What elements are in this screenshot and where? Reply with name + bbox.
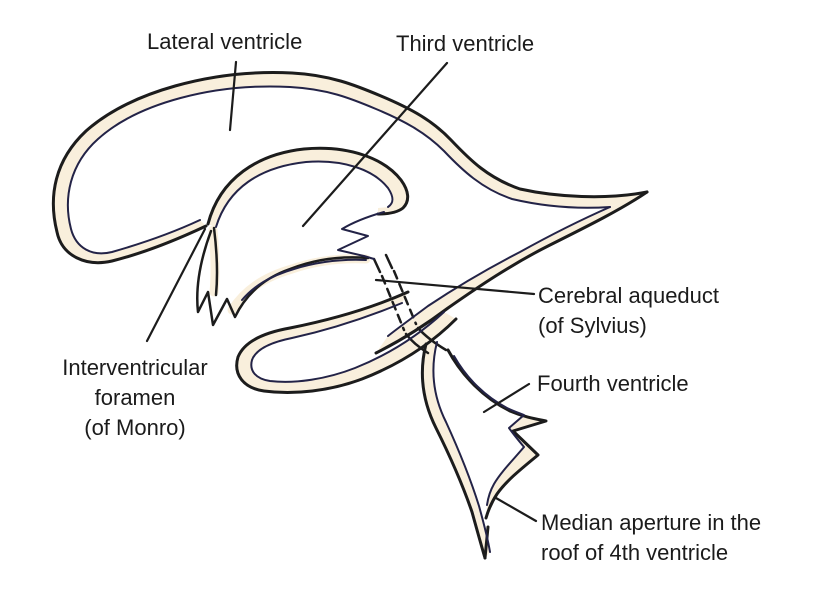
leader-median-aperture (494, 496, 538, 523)
label-interventricular-foramen-line1: Interventricular (62, 355, 208, 380)
fourth-ventricle-right-outline (446, 348, 548, 520)
leader-fourth-ventricle (482, 382, 531, 414)
third-ventricle-zigzag-wall (337, 211, 385, 260)
third-ventricle-floor-inner-line (241, 258, 367, 301)
lateral-ventricle-outline (51, 71, 649, 265)
label-lateral-ventricle: Lateral ventricle (147, 29, 302, 54)
cerebral-aqueduct-dashed-wall (380, 274, 406, 332)
fourth-ventricle-left-outline (420, 342, 487, 560)
inferior-horn-outline (235, 290, 458, 394)
central-canal-outline (483, 525, 490, 560)
posterior-horn-inner-line (387, 206, 611, 337)
third-ventricle-roof-band (208, 148, 408, 227)
cerebral-aqueduct-lower-wall (404, 332, 430, 355)
cerebral-aqueduct-lower-wall2 (416, 326, 448, 352)
label-median-aperture-line1: Median aperture in the (541, 510, 761, 535)
leader-third-ventricle (301, 61, 449, 228)
fourth-ventricle-left-inner-line (432, 341, 491, 553)
third-ventricle-roof-outline (206, 146, 410, 226)
label-interventricular-foramen-line3: (of Monro) (84, 415, 185, 440)
cerebral-aqueduct-upper-wall (372, 257, 382, 274)
label-third-ventricle: Third ventricle (396, 31, 534, 56)
cerebral-aqueduct-dashed-wall2 (392, 269, 418, 326)
fourth-ventricle-right-band (448, 350, 546, 518)
third-ventricle-roof-inner-line (215, 160, 394, 228)
label-cerebral-aqueduct-line2: (of Sylvius) (538, 313, 647, 338)
leader-lateral-ventricle (228, 60, 238, 132)
cerebral-aqueduct-upper-wall2 (384, 253, 394, 270)
leader-interventricular-foramen (145, 227, 207, 343)
fourth-ventricle-left-band (422, 342, 490, 558)
inferior-horn-inner-line (250, 302, 445, 383)
third-ventricle-floor-band (208, 225, 220, 297)
third-ventricle-floor-outline (195, 229, 370, 327)
label-cerebral-aqueduct-line1: Cerebral aqueduct (538, 283, 719, 308)
label-median-aperture-line2: roof of 4th ventricle (541, 540, 728, 565)
leader-cerebral-aqueduct (374, 278, 536, 296)
label-interventricular-foramen-line2: foramen (95, 385, 176, 410)
lateral-ventricle-inner-line (66, 85, 611, 255)
third-ventricle-funnel-outline (212, 226, 219, 297)
label-fourth-ventricle: Fourth ventricle (537, 371, 689, 396)
posterior-horn-outline (374, 190, 649, 355)
